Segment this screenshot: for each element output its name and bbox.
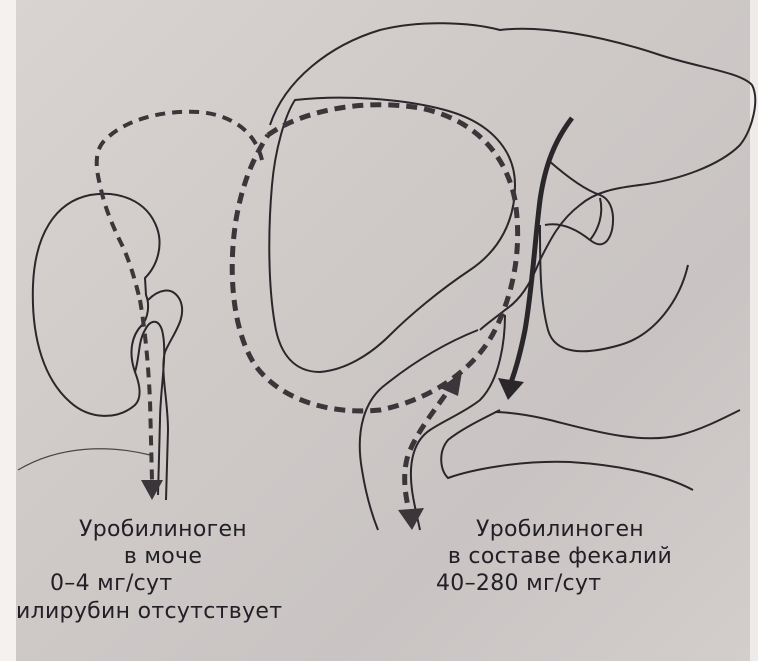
urine-label-title: Уробилиноген: [58, 516, 268, 543]
feces-label-amount: 40–280 мг/сут: [420, 570, 696, 597]
urine-label-bilirubin: илирубин отсутствует: [0, 598, 346, 625]
urine-label-amount: 0–4 мг/сут: [40, 570, 270, 597]
urine-label-subtitle: в моче: [58, 543, 268, 570]
stray-line: [18, 449, 150, 470]
bile-duct-arrowhead: [498, 378, 524, 400]
feces-label-subtitle: в составе фекалий: [420, 543, 700, 570]
enterohepatic-dashed-loop: [232, 105, 517, 411]
colon-inner-outline: [411, 315, 505, 530]
urine-arrowhead: [141, 480, 163, 500]
feces-label-title: Уробилиноген: [440, 516, 680, 543]
duodenum-outline: [540, 225, 688, 351]
liver-to-kidney-dashed-path: [97, 112, 262, 300]
colon-right-outline: [441, 410, 693, 490]
colon-lower-outline: [495, 410, 740, 438]
